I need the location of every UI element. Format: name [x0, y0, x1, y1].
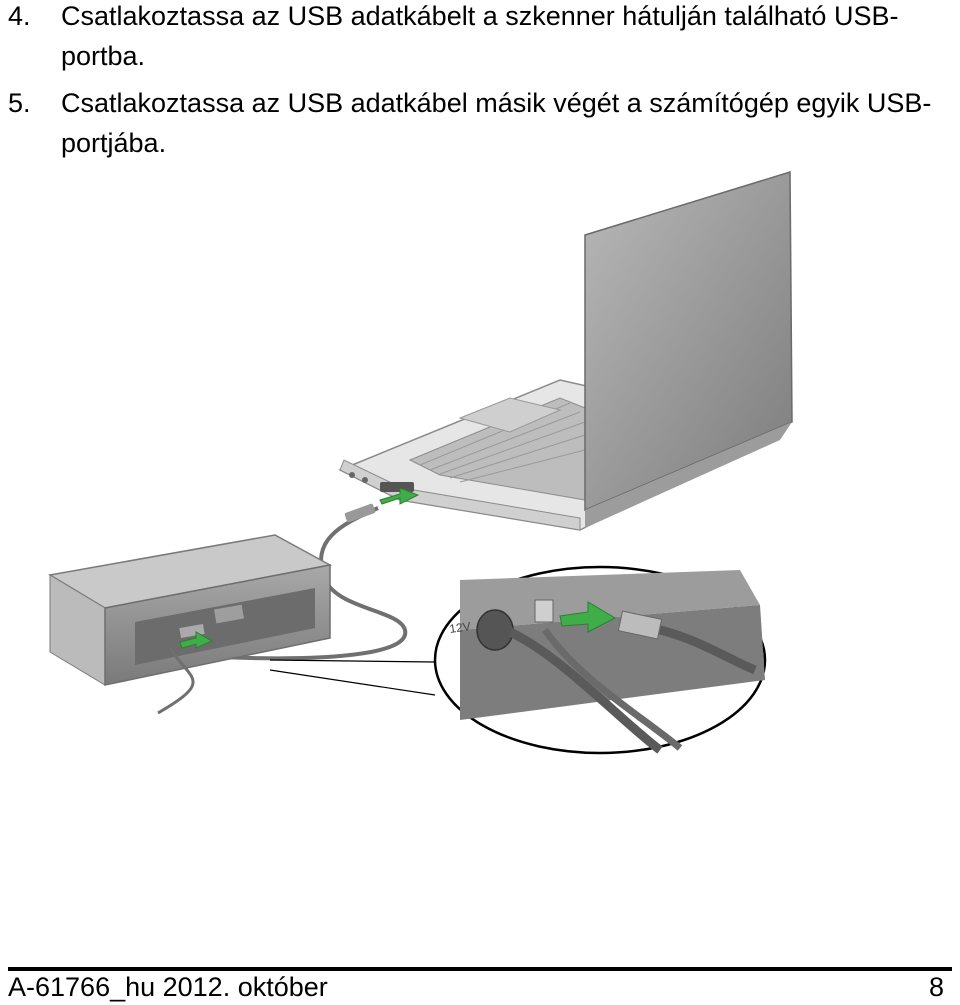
scanner — [47, 534, 333, 686]
step-text: Csatlakoztassa az USB adatkábel másik vé… — [61, 88, 932, 158]
usb-cable — [219, 506, 408, 661]
laptop-touchpad — [458, 397, 562, 433]
scanner-connect-arrow — [179, 631, 214, 649]
usb-connector — [344, 503, 376, 523]
laptop — [338, 170, 793, 531]
laptop-connect-arrow — [379, 487, 420, 505]
scanner-laptop-usb-illustration: 12V — [47, 170, 793, 755]
footer-rule — [8, 967, 952, 971]
laptop-hinge — [585, 422, 792, 528]
power-cable — [157, 647, 195, 715]
step-number: 5. — [8, 88, 31, 118]
detail-magnifier: 12V — [433, 565, 767, 755]
detail-arrow — [559, 601, 617, 633]
step-number: 4. — [8, 1, 31, 31]
footer-doc-id: A-61766_hu 2012. október — [8, 972, 328, 1002]
step-text: Csatlakoztassa az USB adatkábelt a szken… — [61, 1, 899, 71]
page-number: 8 — [928, 972, 944, 1002]
laptop-usb-port — [380, 482, 414, 492]
port-label-12v: 12V — [448, 619, 471, 636]
laptop-lid — [584, 170, 793, 512]
